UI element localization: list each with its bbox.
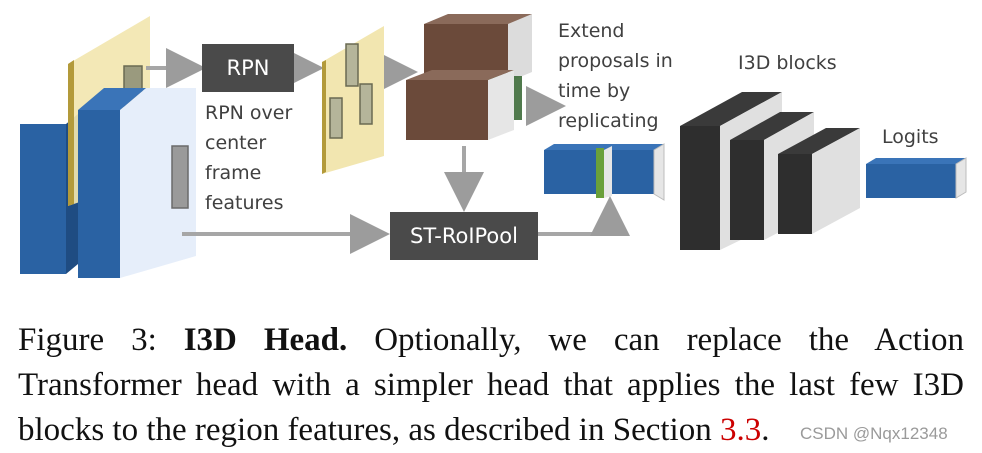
input-feature-block-front — [78, 88, 196, 278]
caption-body: Optionally, we can replace the Action Tr… — [18, 322, 965, 448]
extend-note: Extend proposals in time by replicating — [558, 20, 673, 132]
caption-suffix: . — [761, 412, 770, 448]
caption-title: I3D Head. — [183, 322, 348, 358]
logits-label: Logits — [882, 126, 939, 148]
diagram-graphics — [20, 14, 967, 278]
st-roipool-box: ST-RoIPool — [390, 212, 538, 260]
rpn-note: RPN over center frame features — [205, 102, 293, 214]
rpn-proposals-frame — [322, 26, 384, 174]
i3d-blocks-label: I3D blocks — [738, 52, 837, 74]
section-reference-link[interactable]: 3.3 — [719, 412, 762, 448]
watermark: CSDN @Nqx12348 — [800, 424, 948, 443]
region-feature-blocks — [406, 14, 532, 140]
figure-caption: Figure 3: I3D Head. Optionally, we can r… — [18, 318, 964, 453]
logits-bar — [866, 157, 967, 199]
caption-prefix: Figure 3: — [18, 322, 184, 358]
i3d-block-3 — [778, 128, 860, 234]
replicated-proposal-tube — [544, 143, 665, 201]
rpn-box: RPN — [202, 44, 294, 92]
i3d-head-diagram: RPN RPN over center frame features Exten… — [20, 14, 967, 278]
